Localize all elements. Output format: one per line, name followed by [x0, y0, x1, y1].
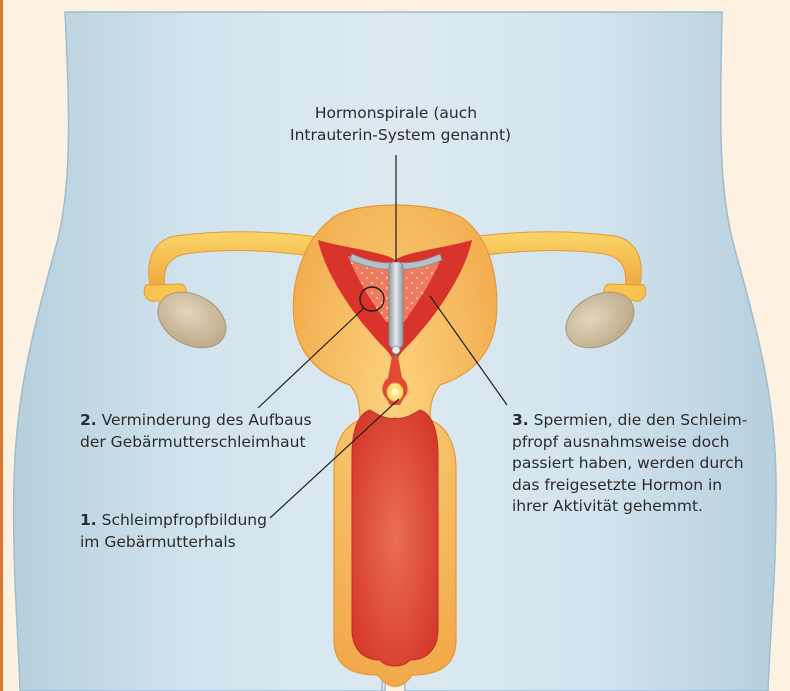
label-item3-line5: ihrer Aktivität gehemmt. — [512, 496, 747, 518]
label-item1: 1. Schleimpfropfbildung im Gebärmutterha… — [80, 510, 267, 553]
label-item3-line1: Spermien, die den Schleim- — [534, 411, 748, 429]
label-item2-number: 2. — [80, 411, 97, 429]
label-item3-line3: passiert haben, werden durch — [512, 453, 747, 475]
label-item3-line2: pfropf ausnahmsweise doch — [512, 432, 747, 454]
label-item2-line2: der Gebärmutterschleimhaut — [80, 432, 312, 454]
label-item2: 2. Verminderung des Aufbaus der Gebärmut… — [80, 410, 312, 453]
left-border — [0, 0, 3, 691]
label-item2-line1: Verminderung des Aufbaus — [102, 411, 312, 429]
label-hormonspirale-line2: Intrauterin-System genannt) — [290, 125, 502, 147]
label-item3-number: 3. — [512, 411, 529, 429]
label-item1-line1: Schleimpfropfbildung — [102, 511, 267, 529]
label-item1-line2: im Gebärmutterhals — [80, 532, 267, 554]
label-item1-number: 1. — [80, 511, 97, 529]
label-hormonspirale-line1: Hormonspirale (auch — [290, 103, 502, 125]
vagina — [352, 410, 438, 666]
label-item3: 3. Spermien, die den Schleim- pfropf aus… — [512, 410, 747, 518]
label-item3-line4: das freigesetzte Hormon in — [512, 475, 747, 497]
label-hormonspirale: Hormonspirale (auch Intrauterin-System g… — [290, 103, 502, 146]
